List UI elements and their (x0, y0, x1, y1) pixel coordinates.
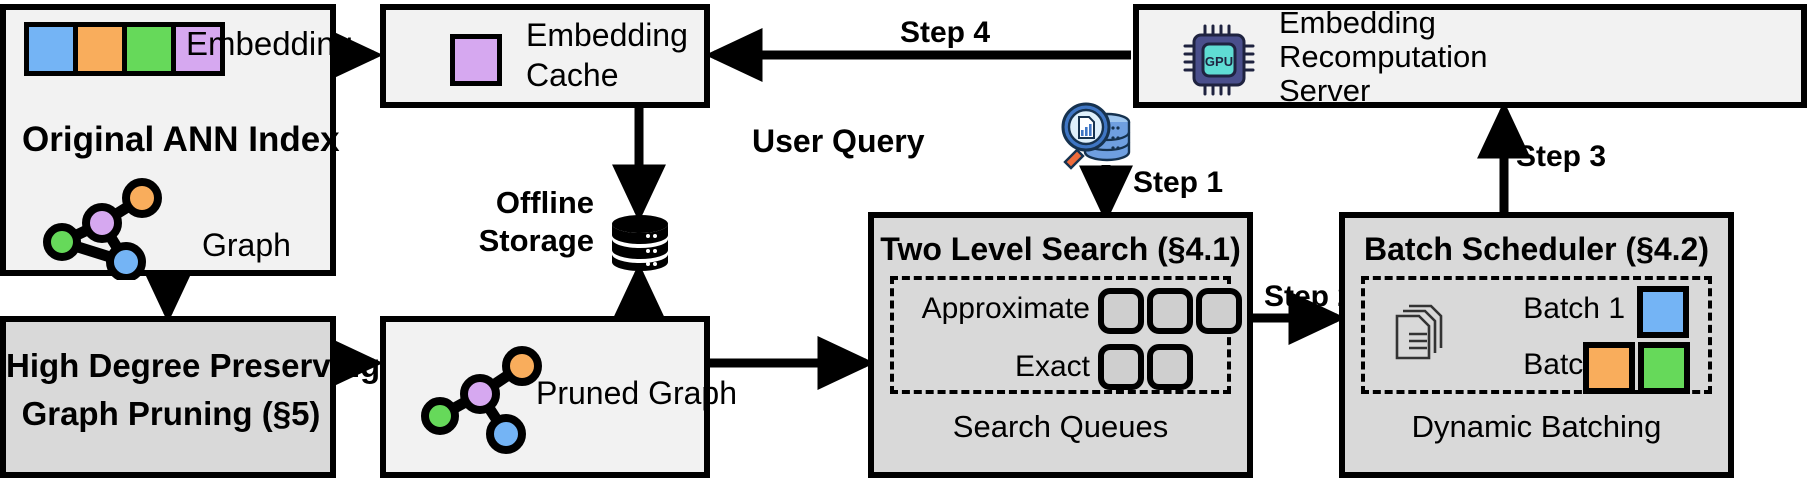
offline-storage-line1: Offline (495, 185, 594, 220)
step-3-label: Step 3 (1516, 140, 1607, 173)
step-1-label: Step 1 (1133, 166, 1224, 199)
batch-1-label: Batch 1 (1523, 292, 1625, 325)
recompute-server-box: GPU Embedding Recomputation Server (1133, 4, 1807, 108)
exact-slot-row (1098, 344, 1193, 390)
original-ann-index-title: Original ANN Index (22, 120, 340, 159)
embedding-swatch-orange (78, 27, 122, 71)
step-4-label: Step 4 (900, 16, 991, 49)
approximate-slot[interactable] (1098, 288, 1144, 334)
exact-slot[interactable] (1098, 344, 1144, 390)
two-level-search-box: Two Level Search (§4.1) Approximate Exac… (868, 212, 1253, 478)
embedding-swatch-row (24, 22, 225, 76)
pruned-graph-box: Pruned Graph (380, 316, 737, 478)
graph-pruning-line1: High Degree Preserving (6, 347, 381, 384)
batch-swatch-orange (1583, 342, 1635, 394)
exact-label: Exact (1014, 350, 1090, 383)
graph-label: Graph (202, 227, 291, 263)
approximate-slot[interactable] (1196, 288, 1242, 334)
documents-icon (1395, 304, 1443, 360)
batch-swatch-green (1638, 342, 1690, 394)
graph-pruning-box: High Degree Preserving Graph Pruning (§5… (0, 316, 381, 478)
gpu-chip-icon: GPU (1183, 24, 1255, 96)
recompute-server-line1: Embedding (1279, 5, 1436, 40)
embedding-cache-line1: Embedding (526, 17, 688, 53)
pruned-graph-label: Pruned Graph (536, 375, 738, 411)
gpu-icon-text: GPU (1205, 54, 1233, 69)
original-graph-glyph (43, 178, 162, 280)
embedding-label: Embedding (186, 25, 353, 62)
embedding-swatch-green (127, 27, 171, 71)
user-query-label: User Query (752, 123, 925, 159)
dynamic-batching-footer: Dynamic Batching (1411, 409, 1662, 444)
recompute-server-line2: Recomputation (1279, 39, 1488, 74)
dynamic-batching-group: Batch 1 Batch 2 (1361, 276, 1712, 394)
search-queues-group: Approximate Exact (890, 276, 1242, 394)
search-database-icon (1061, 102, 1131, 170)
batch-swatch-blue (1637, 286, 1689, 338)
batch-scheduler-box: Batch Scheduler (§4.2) Batch 1 Batch 2 D… (1339, 212, 1734, 478)
embedding-cache-swatch (450, 34, 502, 86)
embedding-swatch-purple (176, 27, 220, 71)
approximate-slot[interactable] (1147, 288, 1193, 334)
approximate-slot-row (1098, 288, 1242, 334)
exact-slot[interactable] (1147, 344, 1193, 390)
two-level-search-title: Two Level Search (§4.1) (880, 231, 1241, 267)
embedding-cache-line2: Cache (526, 57, 619, 93)
search-queues-footer: Search Queues (952, 409, 1169, 444)
embedding-swatch-blue (29, 27, 73, 71)
offline-storage-line2: Storage (478, 223, 594, 258)
pruned-graph-glyph (421, 346, 542, 454)
recompute-server-line3: Server (1279, 73, 1371, 108)
batch-scheduler-title: Batch Scheduler (§4.2) (1364, 231, 1709, 267)
database-cylinder-icon (612, 215, 668, 271)
embedding-cache-box: Embedding Cache (380, 4, 710, 108)
original-ann-index-box: Embedding Original ANN Index Graph (0, 4, 353, 280)
batch-2-swatch-row (1583, 342, 1690, 394)
batch-1-swatch-row (1637, 286, 1689, 338)
graph-pruning-line2: Graph Pruning (§5) (21, 395, 321, 432)
approximate-label: Approximate (921, 292, 1090, 325)
